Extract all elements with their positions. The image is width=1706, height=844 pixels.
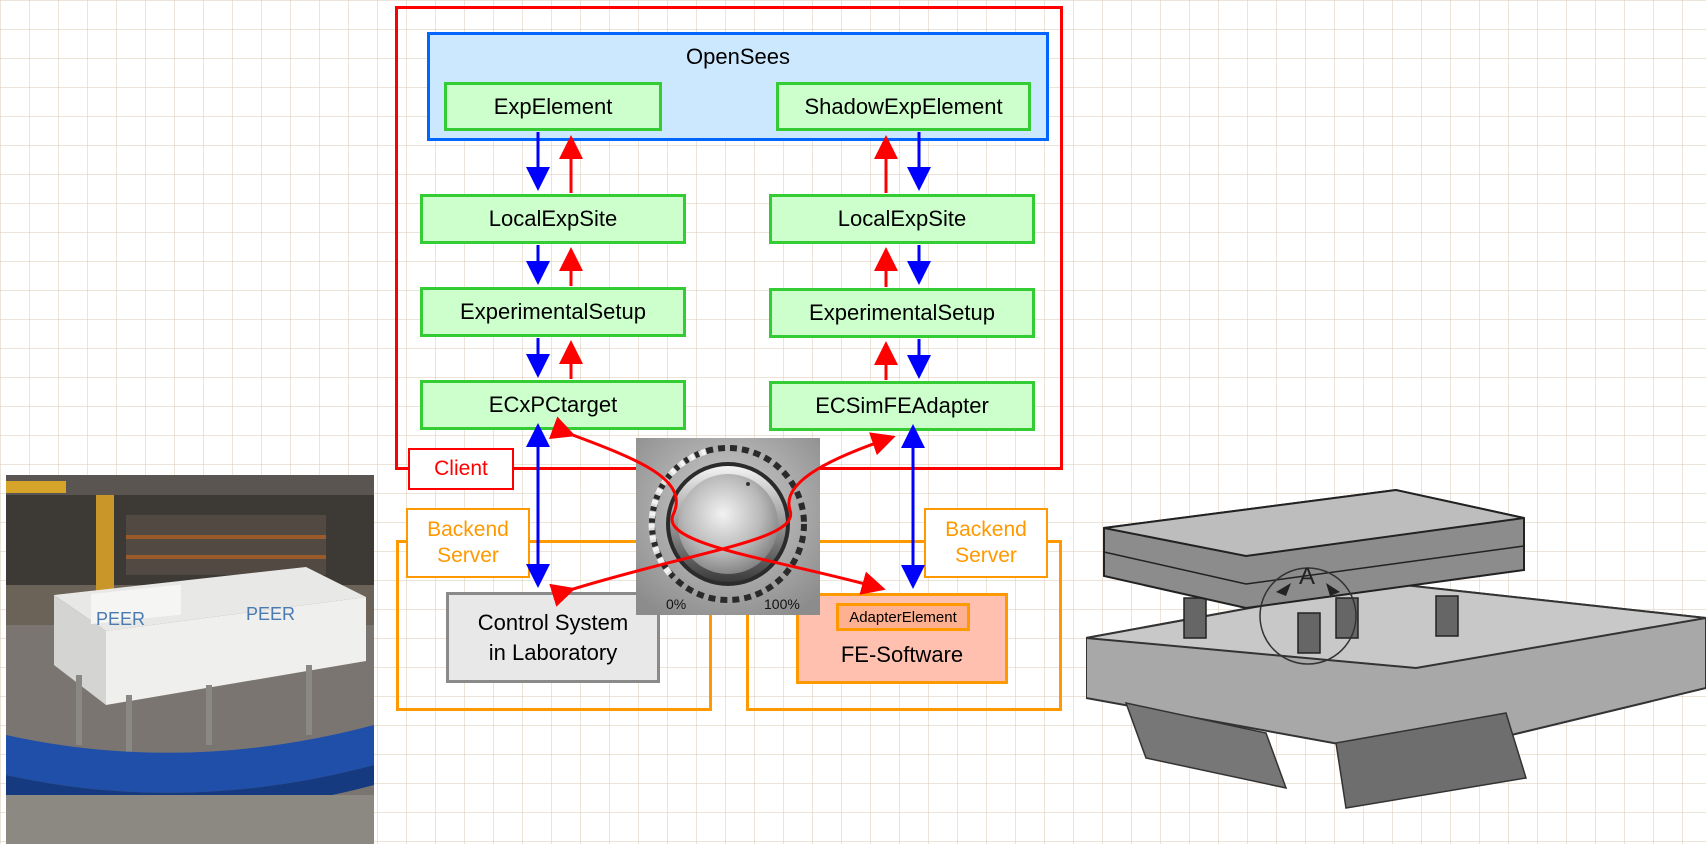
lab-line2: in Laboratory — [488, 639, 618, 665]
backend-right-line2: Server — [955, 544, 1017, 567]
bearing-drawing: A — [1086, 488, 1706, 844]
curve-ecx-to-fe — [548, 416, 886, 595]
peer-logo-left: PEER — [96, 609, 145, 629]
exp-element-block: ExpElement — [444, 82, 662, 131]
peer-logo-right: PEER — [246, 604, 295, 624]
fe-software-label: FE-Software — [840, 642, 964, 667]
backend-server-label-left: Backend Server — [406, 508, 530, 578]
experimental-setup-left: ExperimentalSetup — [420, 287, 686, 337]
adapter-element-label: AdapterElement — [836, 603, 970, 631]
backend-right-line1: Backend — [945, 518, 1027, 541]
experimental-setup-right: ExperimentalSetup — [769, 288, 1035, 338]
opensees-title: OpenSees — [686, 44, 790, 69]
backend-left-line1: Backend — [427, 518, 509, 541]
curve-lab-to-ecsim — [549, 432, 896, 607]
shadow-exp-element-block: ShadowExpElement — [776, 82, 1031, 131]
client-label: Client — [408, 448, 514, 490]
backend-left-line2: Server — [437, 544, 499, 567]
backend-server-label-right: Backend Server — [924, 508, 1048, 578]
control-system-box: Control System in Laboratory — [446, 592, 660, 683]
lab-photo: PEER PEER — [6, 475, 374, 844]
local-exp-site-left: LocalExpSite — [420, 194, 686, 244]
lab-line1: Control System — [477, 609, 629, 635]
local-exp-site-right: LocalExpSite — [769, 194, 1035, 244]
detail-label: A — [1299, 563, 1315, 590]
